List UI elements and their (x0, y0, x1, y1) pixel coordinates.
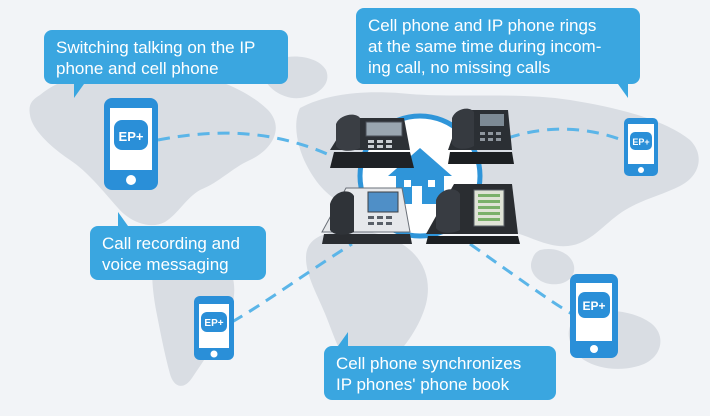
callout-recording-line-1: Call recording and (102, 234, 240, 253)
callout-ring-line-1: Cell phone and IP phone rings (368, 16, 597, 35)
connector-bottom-left-phone (231, 242, 353, 324)
cell-phone-left: EP+ (104, 98, 158, 190)
callout-switching-line-2: phone and cell phone (56, 59, 219, 78)
callout-sync-line-1: Cell phone synchronizes (336, 354, 522, 373)
africa-landmass (306, 230, 428, 374)
southeast-asia-landmass (530, 248, 575, 285)
ep-badge-left: EP+ (119, 129, 144, 144)
callout-ring: Cell phone and IP phone rings at the sam… (356, 8, 640, 98)
callout-ring-tail (618, 84, 628, 98)
callout-ring-line-3: ing call, no missing calls (368, 58, 551, 77)
callout-switching-tail (74, 84, 84, 98)
ep-badge-bottom-left: EP+ (204, 318, 223, 329)
callout-sync: Cell phone synchronizes IP phones' phone… (324, 332, 556, 400)
connector-left-phone (157, 131, 341, 162)
callout-recording: Call recording and voice messaging (90, 212, 266, 280)
ep-badge-right: EP+ (632, 137, 649, 147)
callout-switching: Switching talking on the IP phone and ce… (44, 30, 288, 98)
callout-sync-line-2: IP phones' phone book (336, 375, 510, 394)
callout-sync-tail (338, 332, 348, 346)
ip-phone-top-left (330, 114, 414, 168)
callout-recording-line-2: voice messaging (102, 255, 229, 274)
callout-switching-line-1: Switching talking on the IP (56, 38, 256, 57)
ip-phone-bottom-left (321, 187, 412, 244)
cell-phone-right: EP+ (624, 118, 658, 176)
callout-recording-tail (118, 212, 128, 226)
ip-phone-bottom-right (426, 184, 520, 244)
ep-badge-bottom-right: EP+ (582, 299, 605, 313)
cell-phone-bottom-right: EP+ (570, 274, 618, 358)
connector-bottom-right-phone (469, 242, 573, 316)
callout-ring-line-2: at the same time during incom- (368, 37, 602, 56)
cell-phone-bottom-left: EP+ (194, 296, 234, 360)
ip-phone-top-right (448, 108, 514, 164)
connector-right-phone (507, 127, 623, 142)
